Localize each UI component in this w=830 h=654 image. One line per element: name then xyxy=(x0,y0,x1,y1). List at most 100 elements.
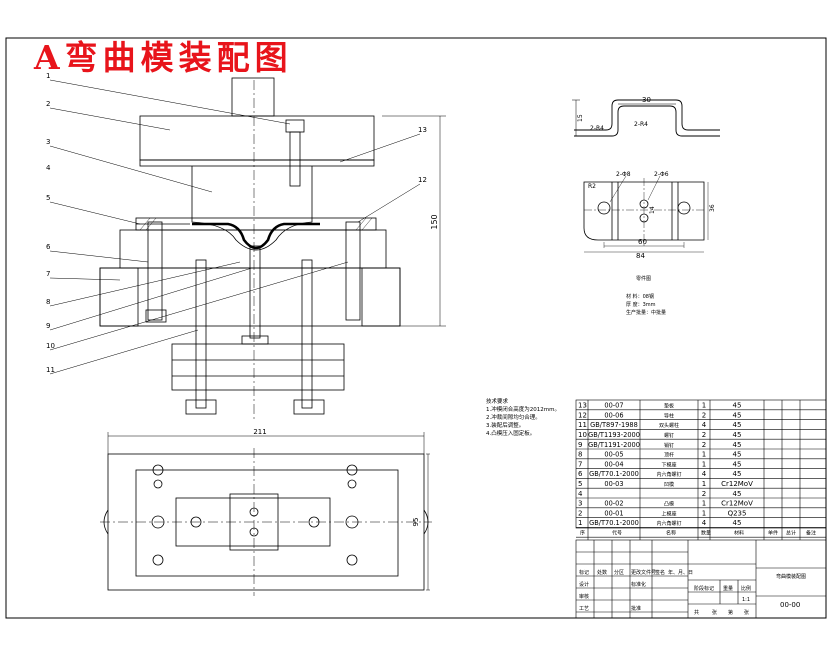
balloon-11: 11 xyxy=(46,366,55,374)
bom-header-note: 备注 xyxy=(806,530,816,537)
bom-cell-name: 导柱 xyxy=(664,412,674,419)
drawing-frame xyxy=(5,37,827,619)
bom-cell-name: 顶杆 xyxy=(664,452,674,459)
bom-cell-name: 垫板 xyxy=(664,403,674,410)
bom-cell-name: 销钉 xyxy=(664,442,674,449)
dim-150-label: 150 xyxy=(430,214,439,229)
tb-scale: 1:1 xyxy=(742,597,750,603)
tb-count: 处数 xyxy=(597,569,607,576)
bom-cell-qty: 2 xyxy=(702,411,706,419)
part-dim-r2: R2 xyxy=(588,183,596,190)
bom-header-code: 代号 xyxy=(612,530,622,537)
tb-check: 审核 xyxy=(579,593,589,600)
bom-cell-qty: 4 xyxy=(702,470,707,478)
bom-table xyxy=(575,399,827,540)
bom-header-qty: 数量 xyxy=(701,530,711,537)
part-notes: 零件图 材 料：08钢 厚 度：3mm 生产批量：中批量 xyxy=(626,275,666,316)
bom-cell-no: 10 xyxy=(578,431,587,439)
part-plan-view xyxy=(583,175,709,253)
balloon-10: 10 xyxy=(46,342,55,350)
tb-approve: 批准 xyxy=(631,605,641,612)
bom-cell-no: 1 xyxy=(578,519,582,527)
balloon-leaders xyxy=(49,79,421,375)
dim-95-label: 95 xyxy=(412,518,420,527)
bom-cell-mat: 45 xyxy=(733,441,742,449)
bom-cell-qty: 4 xyxy=(702,421,707,429)
bom-cell-code: 00-01 xyxy=(604,509,623,517)
part-note-2: 厚 度：3mm xyxy=(626,301,656,308)
balloon-7: 7 xyxy=(46,270,50,278)
bom-cell-mat: 45 xyxy=(733,451,742,459)
tech-note-3: 3.装配后调整。 xyxy=(486,423,525,429)
balloon-6: 6 xyxy=(46,243,51,251)
tb-sheet-a: 共 xyxy=(694,609,699,616)
part-dim-lines xyxy=(572,99,676,136)
part-dim-60: 60 xyxy=(638,238,647,246)
bom-cell-no: 6 xyxy=(578,470,583,478)
balloon-9: 9 xyxy=(46,322,50,330)
part-note-title: 零件图 xyxy=(636,275,651,282)
part-dim-36: 36 xyxy=(709,204,716,212)
bom-header-name: 名称 xyxy=(666,530,676,537)
tb-mark: 标记 xyxy=(579,569,589,576)
part-dim-holes-a: 2-Φ8 xyxy=(616,171,631,178)
part-dim-r4a: 2-R4 xyxy=(590,125,604,132)
tech-notes: 技术要求 1.冲模闭合高度为2012mm。 2.冲裁间隙均匀合理。 3.装配后调… xyxy=(486,398,560,438)
tb-change: 更改文件号 xyxy=(631,569,656,576)
bom-cell-mat: Cr12MoV xyxy=(721,500,753,508)
part-dim-15: 15 xyxy=(577,114,584,122)
bom-cell-qty: 1 xyxy=(702,402,706,410)
tb-process: 工艺 xyxy=(579,606,589,612)
part-dim-r4b: 2-R4 xyxy=(634,121,648,128)
bom-cell-mat: 45 xyxy=(733,460,742,468)
dim-211-label: 211 xyxy=(253,428,266,436)
tb-ratio: 比例 xyxy=(741,585,751,592)
bom-header-wt: 单件 xyxy=(768,530,778,537)
bom-cell-name: 双头螺柱 xyxy=(659,422,679,429)
title-block-text: 标记 处数 分区 更改文件号 签名 年、月、日 设计 标准化 审核 工艺 批准 … xyxy=(579,569,806,616)
tb-sheet-c: 第 xyxy=(728,609,733,616)
top-view xyxy=(100,448,432,596)
title-block xyxy=(575,539,827,619)
part-dim-84: 84 xyxy=(636,252,645,260)
front-view xyxy=(99,77,401,420)
bom-cell-name: 内六角螺钉 xyxy=(656,520,681,527)
tb-std: 标准化 xyxy=(631,581,646,588)
bom-cell-no: 7 xyxy=(578,460,582,468)
bom-cell-name: 下模座 xyxy=(661,461,676,468)
bom-cell-mat: 45 xyxy=(733,421,742,429)
bom-cell-code: 00-05 xyxy=(604,451,623,459)
bom-cell-no: 4 xyxy=(578,490,583,498)
bom-cell-qty: 4 xyxy=(702,519,707,527)
balloon-labels: 1 2 3 4 5 6 7 8 9 10 11 12 13 xyxy=(46,72,427,374)
part-dim-slot: 14 xyxy=(649,206,656,214)
balloon-2: 2 xyxy=(46,100,50,108)
bom-cell-code: 00-06 xyxy=(604,411,623,419)
bom-cell-qty: 1 xyxy=(702,500,706,508)
bom-cell-code: GB/T1193-2000 xyxy=(588,431,640,439)
tb-sign: 签名 xyxy=(655,569,665,576)
bom-cell-mat: 45 xyxy=(733,470,742,478)
bom-cell-name: 螺钉 xyxy=(664,432,674,439)
bom-cell-code: GB/T70.1-2000 xyxy=(589,470,639,478)
bom-cell-code: GB/T897-1988 xyxy=(590,421,638,429)
bom-cell-no: 9 xyxy=(578,441,582,449)
bom-header-total: 总计 xyxy=(786,530,796,537)
bom-cell-name: 内六角螺钉 xyxy=(656,471,681,478)
bom-cell-no: 5 xyxy=(578,480,582,488)
bom-cell-qty: 2 xyxy=(702,431,706,439)
tech-note-4: 4.凸模压入固定板。 xyxy=(486,431,536,437)
bom-cell-qty: 1 xyxy=(702,460,706,468)
balloon-4: 4 xyxy=(46,164,51,172)
part-note-3: 生产批量：中批量 xyxy=(626,309,666,316)
bom-cell-mat: 45 xyxy=(733,411,742,419)
tb-stage: 阶段标记 xyxy=(694,585,714,592)
bom-cell-name: 上模座 xyxy=(661,510,676,517)
bom-cell-qty: 1 xyxy=(702,480,706,488)
bom-cell-code: 00-07 xyxy=(604,402,623,410)
bom-cell-code: 00-02 xyxy=(604,500,623,508)
bom-cell-name: 凹模 xyxy=(664,481,674,488)
tb-sheet-d: 张 xyxy=(744,609,749,616)
